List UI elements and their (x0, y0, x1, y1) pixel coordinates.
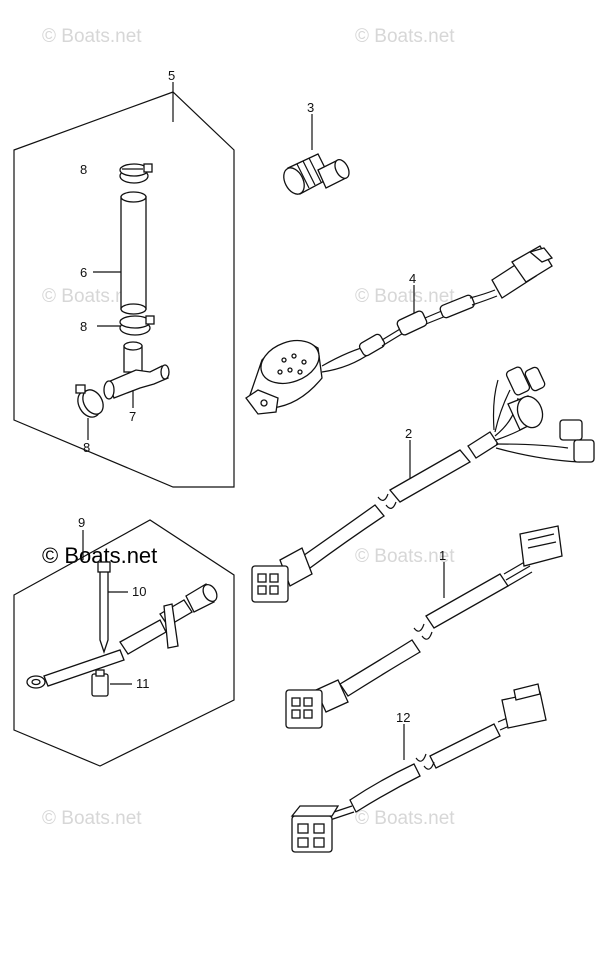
fitting-3 (283, 114, 350, 195)
harness-2 (251, 366, 595, 603)
watermark: © Boats.net (42, 286, 142, 307)
joint-7 (103, 341, 170, 408)
part-label: 8 (83, 440, 90, 455)
part-label: 7 (129, 409, 136, 424)
harness-1 (285, 525, 563, 729)
hose-clamp-8-bottom (75, 384, 104, 440)
cable-tie-10 (97, 561, 128, 655)
part-label: 6 (80, 265, 87, 280)
kit-box-5 (13, 82, 235, 488)
part-label: 5 (168, 68, 175, 83)
ground-lead (26, 583, 218, 689)
kit-box-9 (13, 519, 235, 767)
hose-6 (93, 191, 147, 315)
watermark: © Boats.net (42, 808, 142, 829)
watermark: © Boats.net (355, 286, 455, 307)
part-label: 10 (132, 584, 146, 599)
part-label: 2 (405, 426, 412, 441)
part-label: 8 (80, 319, 87, 334)
hose-clamp-8-middle (97, 315, 155, 336)
watermark: © Boats.net (355, 808, 455, 829)
part-label: 12 (396, 710, 410, 725)
part-label: 11 (136, 676, 150, 691)
buzzer-harness-4 (245, 245, 554, 415)
part-label: 3 (307, 100, 314, 115)
part-label: 8 (80, 162, 87, 177)
watermark: © Boats.net (355, 546, 455, 567)
part-label: 4 (409, 271, 416, 286)
part-label: 1 (439, 548, 446, 563)
part-label: 9 (78, 515, 85, 530)
watermark: © Boats.net (42, 26, 142, 47)
clip-11 (91, 669, 132, 697)
harness-12 (290, 683, 547, 853)
watermark: © Boats.net (355, 26, 455, 47)
hose-clamp-8-top (119, 163, 153, 184)
